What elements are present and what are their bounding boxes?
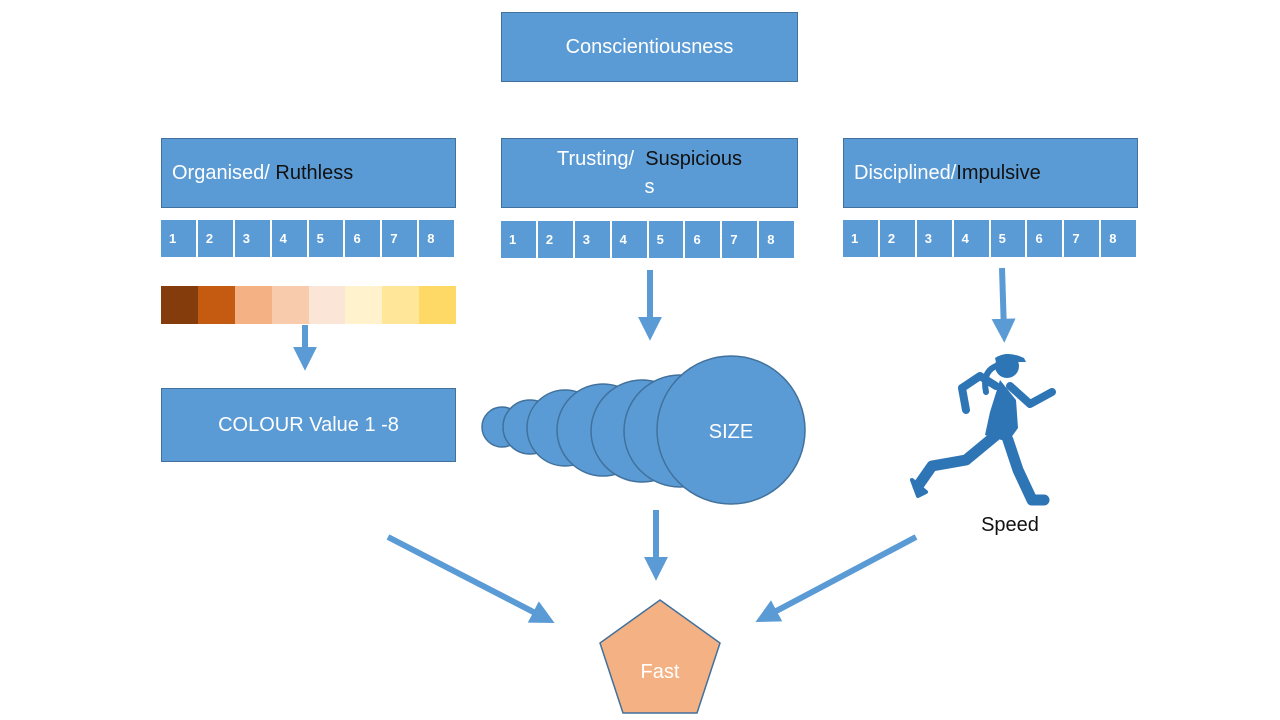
colour-box-label: COLOUR Value 1 -8 [218, 413, 399, 436]
scale-right-cell-8: 8 [1101, 220, 1139, 257]
trait-left-part1: Organised/ [172, 161, 276, 184]
trait-mid-wrap: s [644, 176, 655, 198]
scale-left-cell-4: 4 [271, 220, 309, 257]
scale-right-cell-3: 3 [916, 220, 954, 257]
scale-left-cell-7: 7 [382, 220, 420, 257]
colour-swatch-5 [308, 286, 346, 324]
colour-swatch-4 [271, 286, 309, 324]
scale-mid-cell-6: 6 [685, 221, 723, 258]
conscientiousness-box: Conscientiousness [501, 12, 798, 82]
scale-mid-cell-5: 5 [648, 221, 686, 258]
scale-right-cell-2: 2 [879, 220, 917, 257]
scale-mid-cell-4: 4 [611, 221, 649, 258]
trait-mid-part1: Trusting/ [557, 148, 640, 170]
trait-mid-part2: Suspicious [645, 148, 742, 170]
arrow-colour-to-fast [386, 534, 555, 623]
scale-mid-cell-8: 8 [759, 221, 797, 258]
size-label: SIZE [709, 421, 753, 443]
scale-right-cell-4: 4 [953, 220, 991, 257]
colour-swatch-6 [345, 286, 383, 324]
scale-left-cell-3: 3 [234, 220, 272, 257]
scale-right-cell-6: 6 [1027, 220, 1065, 257]
trait-left-part2: Ruthless [275, 161, 354, 184]
colour-swatch-7 [382, 286, 420, 324]
scale-left-cell-5: 5 [308, 220, 346, 257]
colour-strip [161, 286, 457, 324]
speed-label: Speed [981, 514, 1039, 536]
colour-value-box: COLOUR Value 1 -8 [161, 388, 456, 462]
scale-mid-cell-7: 7 [722, 221, 760, 258]
scale-left-cell-1: 1 [161, 220, 198, 257]
scale-left-cell-8: 8 [419, 220, 457, 257]
trait-box-disciplined-impulsive: Disciplined/ Impulsive [843, 138, 1138, 208]
scale-right-cell-5: 5 [990, 220, 1028, 257]
title: Conscientiousness [565, 35, 734, 58]
scale-left-cell-2: 2 [197, 220, 235, 257]
scale-mid-cell-2: 2 [537, 221, 575, 258]
scale-mid-cell-3: 3 [574, 221, 612, 258]
arrow-scale-to-speed [991, 267, 1016, 343]
runner-icon [910, 354, 1056, 506]
scale-mid-cell-1: 1 [501, 221, 538, 258]
scale-right-cell-7: 7 [1064, 220, 1102, 257]
trait-right-part1: Disciplined/ [854, 161, 957, 184]
colour-swatch-8 [419, 286, 457, 324]
colour-swatch-1 [161, 286, 198, 324]
result-pentagon [599, 599, 721, 714]
size-circles [481, 355, 806, 505]
scale-right-cell-1: 1 [843, 220, 880, 257]
trait-box-organised-ruthless: Organised/ Ruthless [161, 138, 456, 208]
scale-left-cell-6: 6 [345, 220, 383, 257]
result-label: Fast [641, 661, 680, 683]
arrow-speed-to-fast [755, 534, 918, 623]
colour-swatch-2 [197, 286, 235, 324]
trait-box-trusting-suspicious: Trusting/ Suspicious s [501, 138, 798, 208]
colour-swatch-3 [234, 286, 272, 324]
trait-right-part2: Impulsive [956, 161, 1041, 184]
size-circle-8 [656, 355, 806, 505]
